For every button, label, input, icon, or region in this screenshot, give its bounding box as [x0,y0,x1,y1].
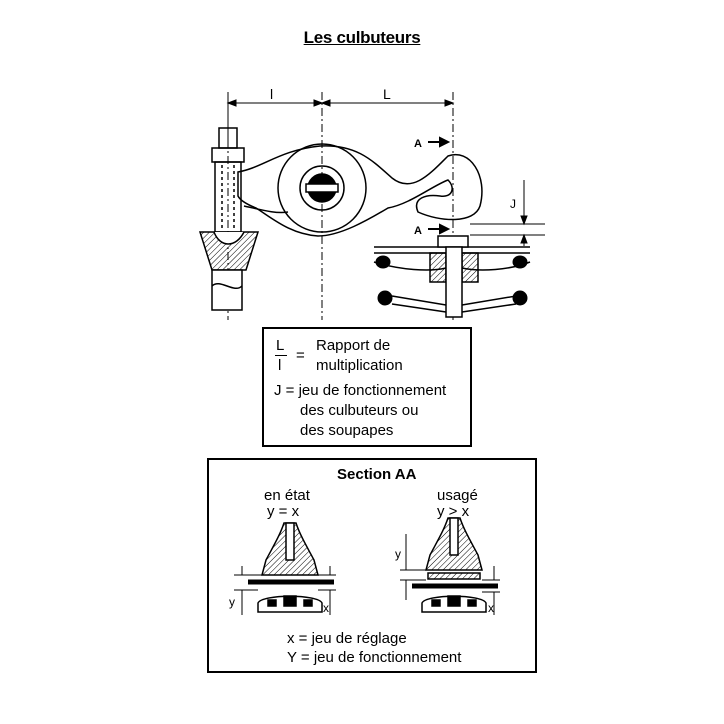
ratio-denominator: l [278,357,282,374]
ratio-fraction-bar [275,355,287,356]
section-marker-top: A [414,138,422,150]
right-formula: y > x [437,503,470,520]
section-left-assembly [248,522,334,613]
section-right-dims [400,534,500,615]
ratio-text-line-1: Rapport de [316,337,391,354]
valve-assembly [373,235,531,318]
right-x-label: x [488,601,494,615]
j-definition-line-1: J = jeu de fonctionnement [274,382,447,399]
section-left-dims [234,566,336,615]
short-arm-label: l [270,86,273,102]
long-arm-label: L [383,86,391,102]
ratio-equals: = [296,347,305,364]
section-title: Section AA [337,466,417,483]
gap-label: J [510,197,516,211]
right-y-label: y [395,547,401,561]
section-markers [428,136,451,235]
push-rod [198,231,260,311]
right-state-label: usagé [437,487,478,504]
gap-dimension [470,180,545,246]
ratio-text-line-2: multiplication [316,357,403,374]
left-y-label: y [229,595,235,609]
section-right-assembly [412,517,498,613]
j-definition-line-3: des soupapes [300,422,394,439]
ratio-legend-box: L l = Rapport de multiplication J = jeu … [262,327,472,447]
valve-spring-coils [375,255,528,306]
x-definition: x = jeu de réglage [287,630,407,647]
dimension-lines [226,92,455,320]
section-marker-bottom: A [414,225,422,237]
left-formula: y = x [267,503,300,520]
j-definition-line-2: des culbuteurs ou [300,402,419,419]
page-title: Les culbuteurs [303,28,421,47]
left-state-label: en état [264,487,310,504]
section-aa-box: Section AA en état y = x usagé y > x y x… [207,458,537,673]
left-x-label: x [323,601,329,615]
rocker-arm [237,143,483,237]
ratio-numerator: L [276,337,285,354]
y-definition: Y = jeu de fonctionnement [287,649,462,666]
